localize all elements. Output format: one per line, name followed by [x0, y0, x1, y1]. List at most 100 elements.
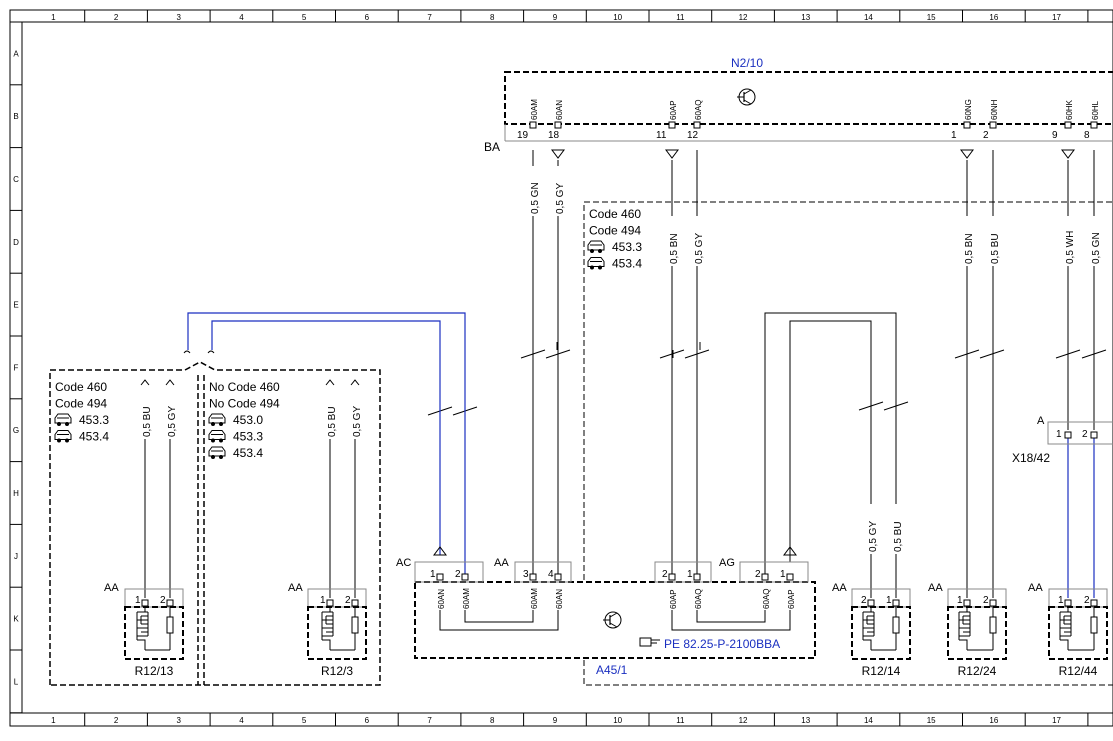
column-number: 14: [864, 13, 873, 22]
connector-label: AG: [719, 557, 735, 569]
pin-number: 9: [1052, 130, 1058, 141]
component-name: R12/13: [135, 664, 174, 678]
column-number: 3: [177, 13, 182, 22]
x18-42-connector-label: A: [1037, 415, 1045, 427]
x18-42-pin: 2: [1082, 429, 1088, 440]
pin-number: 19: [517, 130, 529, 141]
connector-label: AA: [832, 582, 847, 594]
pin-number: 2: [983, 595, 989, 606]
pin-wire-code: 60HK: [1065, 99, 1074, 120]
variant-line: Code 494: [589, 224, 641, 238]
row-letter: K: [13, 615, 19, 624]
heater-coil-icon: [136, 607, 149, 650]
variant-line: 453.4: [612, 257, 642, 271]
n2-10-pin: 60AP 11: [656, 100, 679, 159]
pin-number: 1: [1058, 595, 1064, 606]
heater-coil-icon: [321, 607, 334, 650]
vehicle-icon: [54, 413, 72, 426]
pin-number: 1: [780, 569, 786, 580]
wire-size-label: 0,5 GY: [868, 521, 879, 552]
vehicle-icon: [54, 430, 72, 443]
wire-size-label: 0,5 GN: [1091, 232, 1102, 264]
pin-wire-code: 60AQ: [694, 589, 703, 609]
wire-size-label: 0,5 BU: [990, 233, 1001, 264]
row-letter: C: [13, 175, 19, 184]
variant-line: No Code 460: [209, 380, 280, 394]
row-letter: H: [13, 489, 19, 498]
pin-wire-code: 60AN: [555, 589, 564, 609]
column-number: 11: [676, 13, 685, 22]
pin-number: 2: [160, 595, 166, 606]
wire-size-label: 0,5 GN: [530, 182, 541, 214]
pin-number: 11: [656, 130, 667, 141]
column-number: 15: [927, 13, 936, 22]
pin-number: 2: [345, 595, 351, 606]
frame: 1122334455667788991010111112121313141415…: [9, 9, 1113, 727]
pin-number: 3: [523, 569, 529, 580]
pin-wire-code: 60AP: [669, 100, 678, 120]
wire-size-label: 0,5 BU: [142, 406, 153, 437]
wire-size-label: 0,5 WH: [1065, 231, 1076, 264]
column-number: 17: [1052, 716, 1061, 725]
pin-number: 1: [430, 569, 436, 580]
a45-1-name: A45/1: [596, 663, 628, 677]
a45-1-connectors: AC160AN260AMAA360AM460AN260AP160AQAG260A…: [396, 546, 809, 609]
n2-10-pin: 60AM 19: [517, 99, 539, 141]
column-number: 5: [302, 13, 307, 22]
row-letter: J: [14, 552, 18, 561]
column-number: 6: [365, 13, 370, 22]
connector-label: AC: [396, 557, 411, 569]
wire-size-label: 0,5 GY: [694, 233, 705, 264]
variant-line: No Code 494: [209, 397, 280, 411]
column-number: 1: [51, 716, 56, 725]
column-number: 2: [114, 13, 119, 22]
vehicle-icon: [208, 413, 226, 426]
row-letter: L: [14, 677, 19, 686]
row-letter: A: [13, 49, 19, 58]
connector-label: AA: [494, 557, 509, 569]
pin-number: 2: [1084, 595, 1090, 606]
x18-42-pin: 1: [1056, 429, 1062, 440]
variant-line: 453.4: [233, 446, 263, 460]
vehicle-icon: [587, 240, 605, 253]
variant-line: 453.3: [612, 240, 642, 254]
column-number: 4: [239, 716, 244, 725]
pin-number: 1: [886, 595, 892, 606]
column-number: 10: [613, 13, 622, 22]
pin-number: 4: [548, 569, 554, 580]
wire-size-label: 0,5 GY: [555, 183, 566, 214]
pin-number: 1: [951, 130, 957, 141]
heater-coil-icon: [862, 607, 875, 650]
pin-wire-code: 60AM: [530, 588, 539, 609]
pin-number: 8: [1084, 130, 1090, 141]
pin-wire-code: 60AN: [555, 100, 564, 120]
pin-number: 2: [983, 130, 989, 141]
pin-number: 1: [135, 595, 141, 606]
component-name: R12/14: [862, 664, 901, 678]
resistor-icon: [892, 616, 900, 634]
pin-wire-code: 60AM: [530, 99, 539, 120]
variant-line: Code 460: [589, 207, 641, 221]
heater-coil-icon: [1059, 607, 1072, 650]
pin-wire-code: 60NG: [964, 99, 973, 120]
transistor-icon: [737, 88, 756, 106]
pin-number: 12: [687, 130, 699, 141]
column-number: 14: [864, 716, 873, 725]
row-letter: F: [14, 363, 19, 372]
pin-wire-code: 60AP: [669, 589, 678, 609]
n2-10-pin: 60NG 1: [951, 99, 974, 159]
